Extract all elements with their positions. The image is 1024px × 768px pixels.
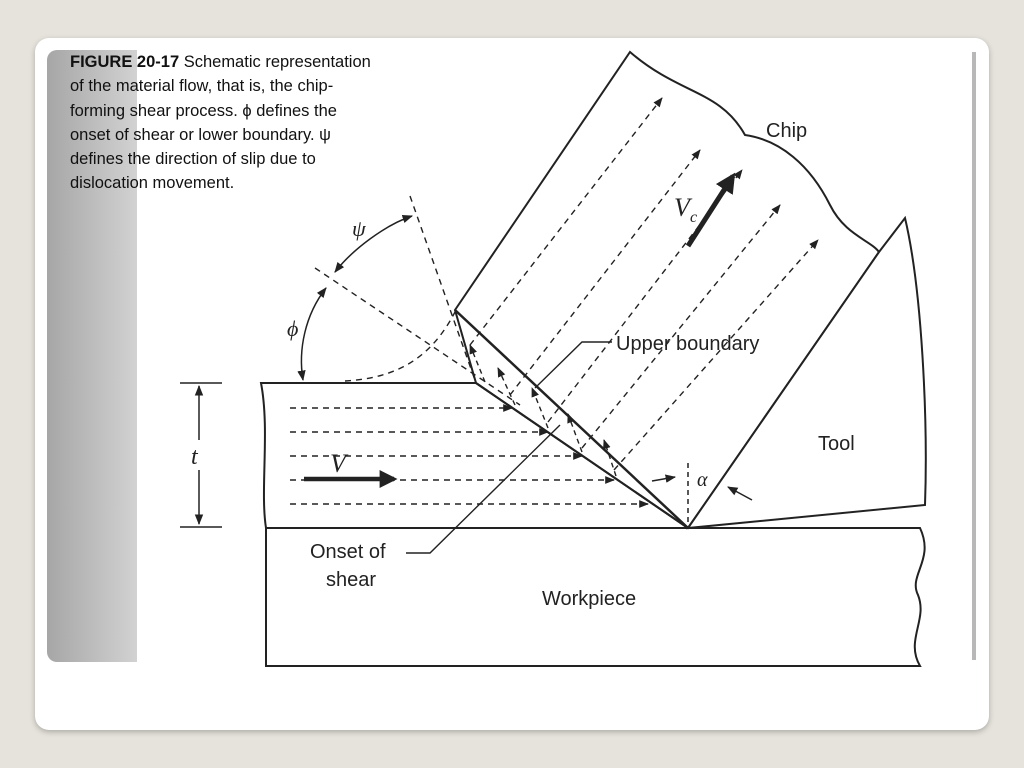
psi-symbol: ψ — [352, 216, 366, 241]
leader-lines — [406, 341, 612, 554]
material-flow-arrows — [290, 404, 649, 508]
slide-side-bar — [47, 50, 137, 662]
chip-velocity-subscript: c — [690, 209, 697, 226]
alpha-symbol: α — [697, 469, 708, 491]
angle-construction-lines — [314, 195, 521, 406]
slip-arrows — [469, 344, 617, 477]
rake-angle-marker — [651, 463, 753, 528]
slide-right-edge — [972, 52, 976, 660]
cutting-velocity-symbol: V — [330, 449, 349, 478]
onset-of-shear-label-line1: Onset of — [310, 541, 386, 563]
onset-of-shear-label-line2: shear — [326, 569, 376, 591]
figure-caption: FIGURE 20-17 Schematic representation of… — [70, 50, 375, 196]
workpiece-body — [265, 527, 926, 667]
caption-text: Schematic representation of the material… — [70, 53, 371, 193]
figure-label: FIGURE 20-17 — [70, 53, 180, 71]
workpiece-label: Workpiece — [542, 588, 636, 610]
thickness-dimension — [180, 382, 222, 528]
tool-outline — [685, 215, 927, 530]
tool-label: Tool — [818, 433, 855, 455]
chip-velocity-arrow — [685, 172, 736, 248]
uncut-layer-outline — [259, 382, 692, 529]
phi-symbol: ϕ — [287, 316, 298, 341]
thickness-symbol: t — [191, 444, 199, 470]
chip-label: Chip — [766, 120, 807, 142]
upper-boundary-label: Upper boundary — [616, 333, 759, 355]
chip-velocity-symbol: V — [674, 193, 693, 222]
angle-arcs — [297, 215, 413, 382]
